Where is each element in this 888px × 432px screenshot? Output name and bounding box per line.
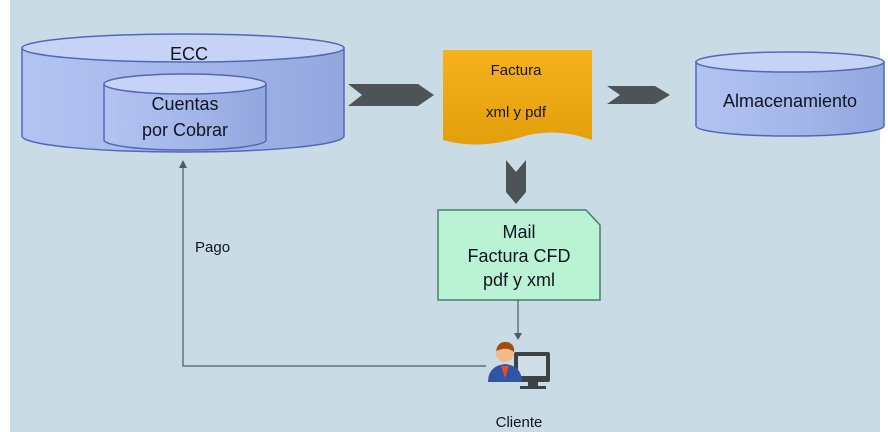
cuentas-label-line2: por Cobrar bbox=[142, 120, 228, 140]
cuentas-label-line1: Cuentas bbox=[151, 94, 218, 114]
factura-label-line1: Factura bbox=[491, 62, 543, 79]
mail-label-line1: Mail bbox=[502, 222, 535, 242]
almacenamiento-label: Almacenamiento bbox=[723, 91, 857, 111]
mail-factura-box: Mail Factura CFD pdf y xml bbox=[437, 209, 601, 301]
factura-label-line2: xml y pdf bbox=[486, 104, 547, 121]
chevron-arrow-right-icon bbox=[348, 84, 434, 106]
almacenamiento-database: Almacenamiento bbox=[695, 51, 885, 137]
pago-label: Pago bbox=[195, 239, 230, 256]
ecc-label: ECC bbox=[170, 44, 208, 64]
chevron-arrow-right-icon bbox=[607, 86, 670, 104]
cliente-label: Cliente bbox=[496, 414, 543, 431]
mail-to-cliente-arrow bbox=[514, 300, 522, 340]
user-at-computer-icon bbox=[488, 341, 550, 389]
cuentas-por-cobrar-database: Cuentas por Cobrar bbox=[103, 73, 267, 151]
mail-label-line2: Factura CFD bbox=[467, 246, 570, 266]
chevron-arrow-down-icon bbox=[506, 160, 526, 204]
factura-document: Factura xml y pdf bbox=[443, 50, 592, 145]
mail-label-line3: pdf y xml bbox=[483, 270, 555, 290]
pago-return-arrow bbox=[179, 160, 486, 367]
